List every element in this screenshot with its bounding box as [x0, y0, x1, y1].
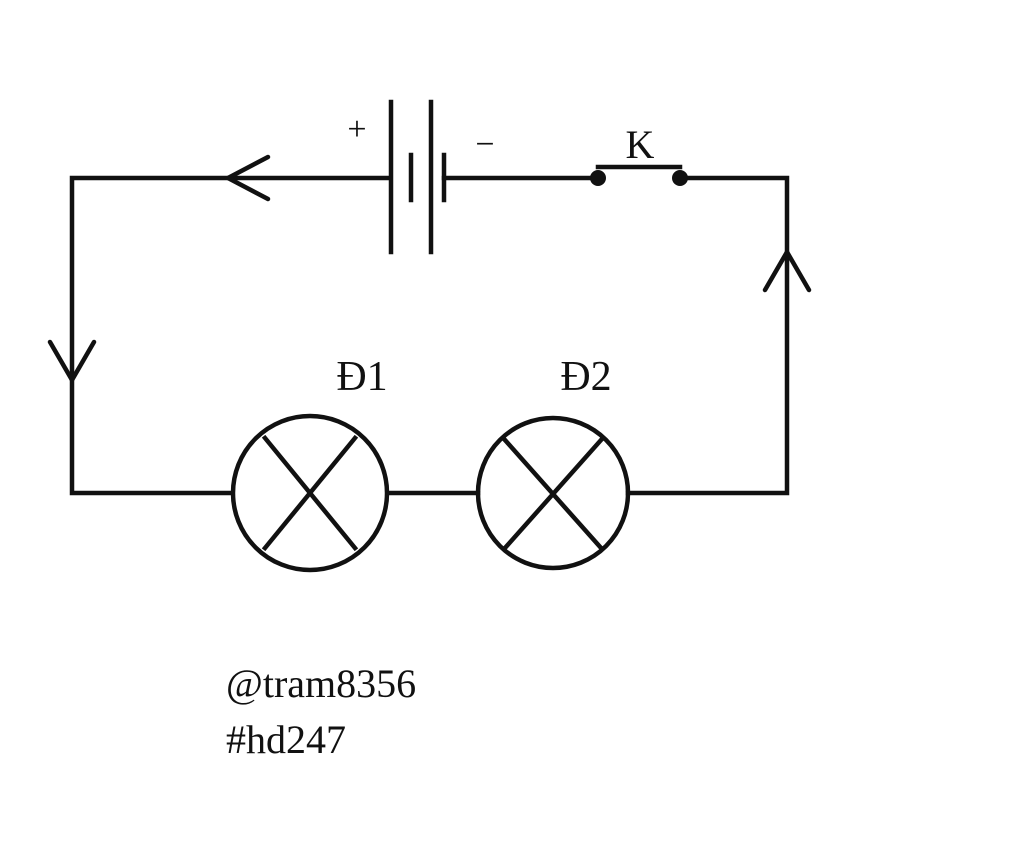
author-credit: @tram8356: [226, 661, 417, 706]
current-arrows: [47, 154, 812, 385]
lamp-2-bulb-icon: [475, 415, 631, 571]
hashtag-credit: #hd247: [226, 717, 346, 762]
switch-label: K: [626, 122, 655, 167]
lamp-1-bulb-icon: [230, 413, 390, 573]
wire-right: [625, 175, 790, 496]
battery-symbol: + −: [347, 99, 495, 255]
switch-terminal-right: [672, 170, 688, 186]
battery-negative-label: −: [475, 126, 494, 163]
lamp-1-cross-b: [261, 434, 359, 552]
wire-top-left: [69, 175, 391, 496]
lamp-1-symbol: Đ1: [230, 354, 390, 573]
lamp-2-symbol: Đ2: [475, 354, 631, 571]
switch-symbol: K: [590, 122, 688, 186]
lamp-1-label: Đ1: [336, 354, 387, 400]
arrow-up-icon: [762, 247, 812, 293]
switch-terminal-left: [590, 170, 606, 186]
battery-positive-label: +: [347, 111, 366, 148]
lamp-2-label: Đ2: [560, 354, 611, 400]
lamp-2-cross-b: [501, 436, 605, 552]
arrow-left-icon: [223, 154, 271, 202]
arrow-down-icon: [47, 339, 97, 385]
